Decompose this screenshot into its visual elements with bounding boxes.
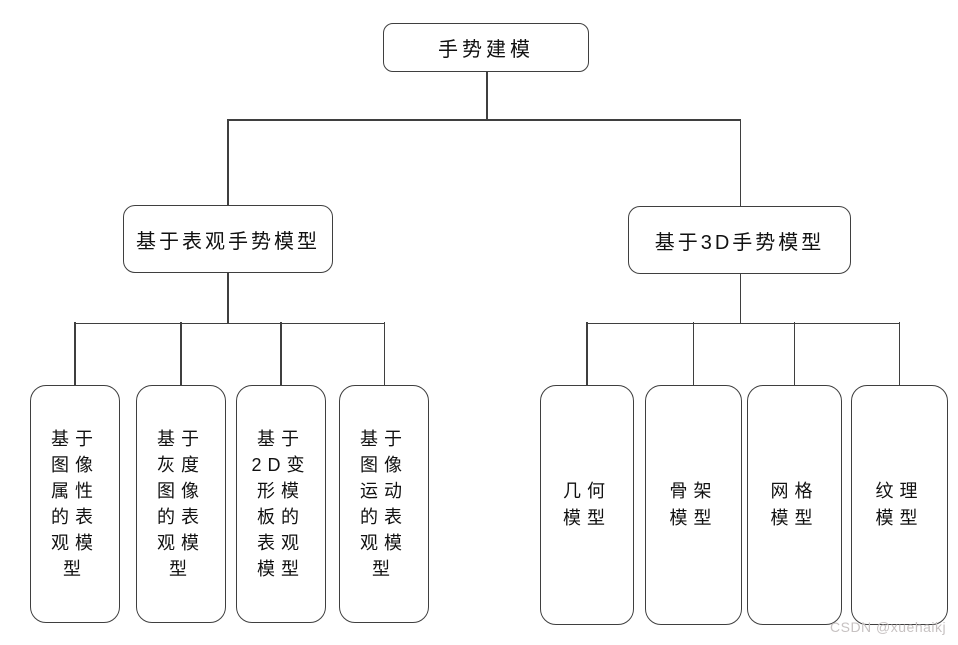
connector-left-branch-drop-in [227, 119, 229, 206]
leaf-label: 纹理 模型 [875, 481, 924, 528]
connector-right-branch-drop-in [739, 119, 741, 207]
connector-leaf5-drop [586, 322, 588, 386]
leaf-label: 几何 模型 [563, 481, 611, 528]
connector-leaf1-drop [74, 322, 76, 386]
leaf-skeleton-model: 骨架 模型 [645, 385, 742, 625]
leaf-label: 基于 图像 运动 的表 观模 型 [360, 429, 408, 579]
node-3d-label: 基于3D手势模型 [654, 231, 825, 254]
leaf-texture-model: 纹理 模型 [851, 385, 948, 625]
node-appearance-label: 基于表观手势模型 [136, 230, 320, 253]
connector-leaf3-drop [280, 322, 282, 386]
connector-leaf7-drop [793, 322, 795, 386]
connector-top-horizontal [227, 119, 741, 121]
node-appearance-gesture-model: 基于表观手势模型 [123, 205, 333, 273]
connector-leaf2-drop [180, 322, 182, 386]
leaf-label: 基于 灰度 图像 的表 观模 型 [157, 429, 205, 579]
leaf-label: 基于 2D变 形模 板的 表观 模型 [251, 429, 311, 579]
leaf-image-attribute-appearance-model: 基于 图像 属性 的表 观模 型 [30, 385, 120, 623]
connector-leaf6-drop [692, 322, 694, 386]
node-3d-gesture-model: 基于3D手势模型 [628, 206, 851, 274]
connector-right-horizontal [586, 322, 899, 324]
leaf-label: 网格 模型 [770, 481, 819, 528]
leaf-label: 基于 图像 属性 的表 观模 型 [51, 429, 99, 579]
leaf-grayscale-image-appearance-model: 基于 灰度 图像 的表 观模 型 [136, 385, 226, 623]
csdn-watermark: CSDN @xuehaikj [830, 619, 947, 635]
connector-left-horizontal [74, 322, 385, 324]
leaf-mesh-model: 网格 模型 [747, 385, 842, 625]
connector-right-branch-drop-out [739, 274, 741, 324]
connector-leaf8-drop [898, 322, 900, 386]
leaf-2d-deformable-template-appearance-model: 基于 2D变 形模 板的 表观 模型 [236, 385, 326, 623]
connector-left-branch-drop-out [227, 273, 229, 324]
node-gesture-modeling-root: 手势建模 [383, 23, 589, 72]
leaf-image-motion-appearance-model: 基于 图像 运动 的表 观模 型 [339, 385, 429, 623]
node-root-label: 手势建模 [438, 39, 534, 61]
leaf-label: 骨架 模型 [669, 481, 718, 528]
connector-root-drop [486, 72, 488, 120]
leaf-geometric-model: 几何 模型 [540, 385, 634, 625]
connector-leaf4-drop [383, 322, 385, 386]
